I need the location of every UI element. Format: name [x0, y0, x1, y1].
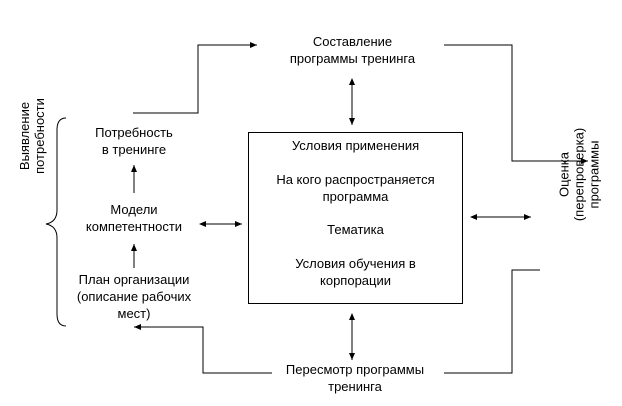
center-item-learning-line1: Условия обучения в	[295, 256, 416, 271]
top-node-line2: программы тренинга	[289, 51, 416, 66]
models-line1: Модели	[110, 202, 158, 217]
models-node: Модели компетентности	[74, 201, 194, 235]
plan-line1: План организации	[78, 272, 190, 287]
left-brace	[45, 117, 67, 327]
center-item-learning-conditions: Условия обучения в корпорации	[248, 255, 463, 289]
plan-node: План организации (описание рабочих мест)	[64, 271, 204, 322]
center-item-learning-line2: корпорации	[320, 273, 391, 288]
line-right-to-bottom	[444, 269, 540, 374]
right-vertical-line1: Оценка	[556, 151, 572, 198]
top-node-line1: Составление	[312, 34, 393, 49]
plan-line2: (описание рабочих	[76, 289, 192, 304]
right-vertical-line3: программы	[586, 140, 602, 209]
arrow-bottom-to-plan	[134, 324, 272, 374]
center-item-audience-line1: На кого распространяется	[276, 172, 435, 187]
center-box	[248, 132, 463, 304]
need-node: Потребность в тренинге	[74, 124, 194, 158]
bottom-node-line2: тренинга	[328, 379, 382, 394]
line-top-to-right	[444, 44, 588, 164]
left-vertical-line2: потребности	[32, 98, 47, 174]
bottom-node-label: Пересмотр программы тренинга	[270, 361, 440, 395]
arrow-left-to-top	[133, 42, 257, 114]
left-vertical-line1: Выявление	[17, 101, 32, 171]
bottom-node-line1: Пересмотр программы	[285, 362, 425, 377]
right-vertical-line2: (перепроверка)	[571, 127, 587, 222]
need-line1: Потребность	[95, 125, 173, 140]
left-vertical-label: Выявление потребности	[17, 81, 47, 191]
right-vertical-label: Оценка (перепроверка) программы	[557, 120, 602, 230]
top-node-label: Составление программы тренинга	[280, 33, 425, 67]
center-item-topic: Тематика	[327, 222, 384, 237]
models-line2: компетентности	[85, 219, 183, 234]
center-item-audience-line2: программа	[322, 189, 389, 204]
need-line2: в тренинге	[101, 142, 167, 157]
plan-line3: мест)	[117, 306, 151, 321]
center-item-audience: На кого распространяется программа	[248, 171, 463, 205]
center-item-conditions: Условия применения	[291, 138, 420, 153]
